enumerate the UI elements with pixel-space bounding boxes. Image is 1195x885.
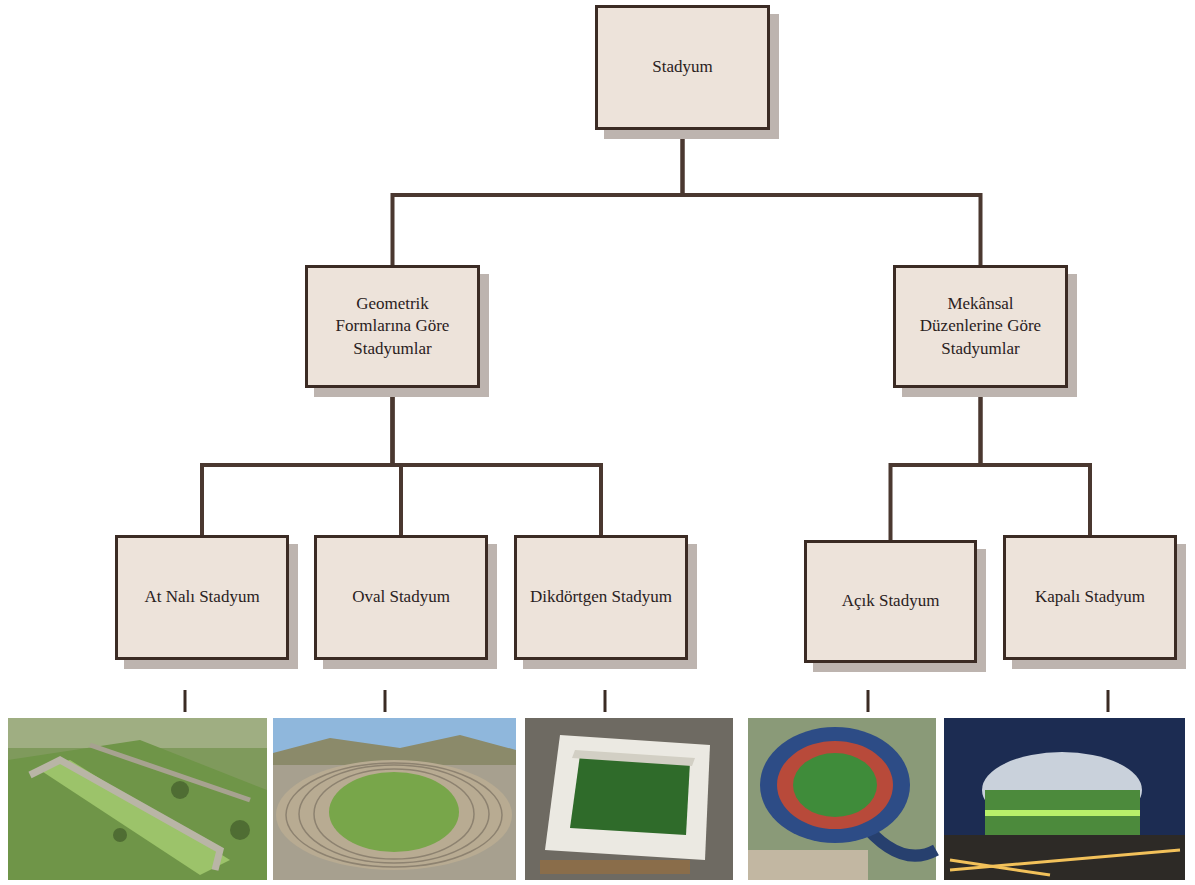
- type-box: Oval Stadyum: [314, 535, 488, 660]
- tree-connector: [683, 130, 981, 265]
- horseshoe-photo: [8, 718, 267, 880]
- box-label: At Nalı Stadyum: [144, 586, 259, 608]
- type-box: Açık Stadyum: [804, 540, 977, 663]
- tree-connector: [393, 130, 683, 265]
- category-box: Mekânsal Düzenlerine Göre Stadyumlar: [893, 265, 1068, 388]
- box-label: Dikdörtgen Stadyum: [530, 586, 672, 608]
- box-label: Oval Stadyum: [352, 586, 450, 608]
- open-stadium-photo: [748, 718, 936, 880]
- covered-stadium-photo: [944, 718, 1185, 880]
- box-label: Kapalı Stadyum: [1035, 586, 1145, 608]
- root-box: Stadyum: [595, 5, 770, 130]
- tree-connector: [891, 388, 981, 540]
- category-box: Geometrik Formlarına Göre Stadyumlar: [305, 265, 480, 388]
- type-box: At Nalı Stadyum: [115, 535, 289, 660]
- tree-connector: [202, 388, 393, 535]
- oval-photo: [273, 718, 516, 880]
- box-label: Geometrik Formlarına Göre Stadyumlar: [318, 293, 467, 359]
- tree-connector: [981, 388, 1091, 535]
- box-label: Açık Stadyum: [842, 590, 940, 612]
- box-label: Mekânsal Düzenlerine Göre Stadyumlar: [906, 293, 1055, 359]
- tree-connector: [393, 388, 602, 535]
- tick-marks: [185, 690, 1108, 712]
- type-box: Kapalı Stadyum: [1003, 535, 1177, 660]
- type-box: Dikdörtgen Stadyum: [514, 535, 688, 660]
- box-label: Stadyum: [652, 56, 712, 78]
- rectangular-photo: [525, 718, 733, 880]
